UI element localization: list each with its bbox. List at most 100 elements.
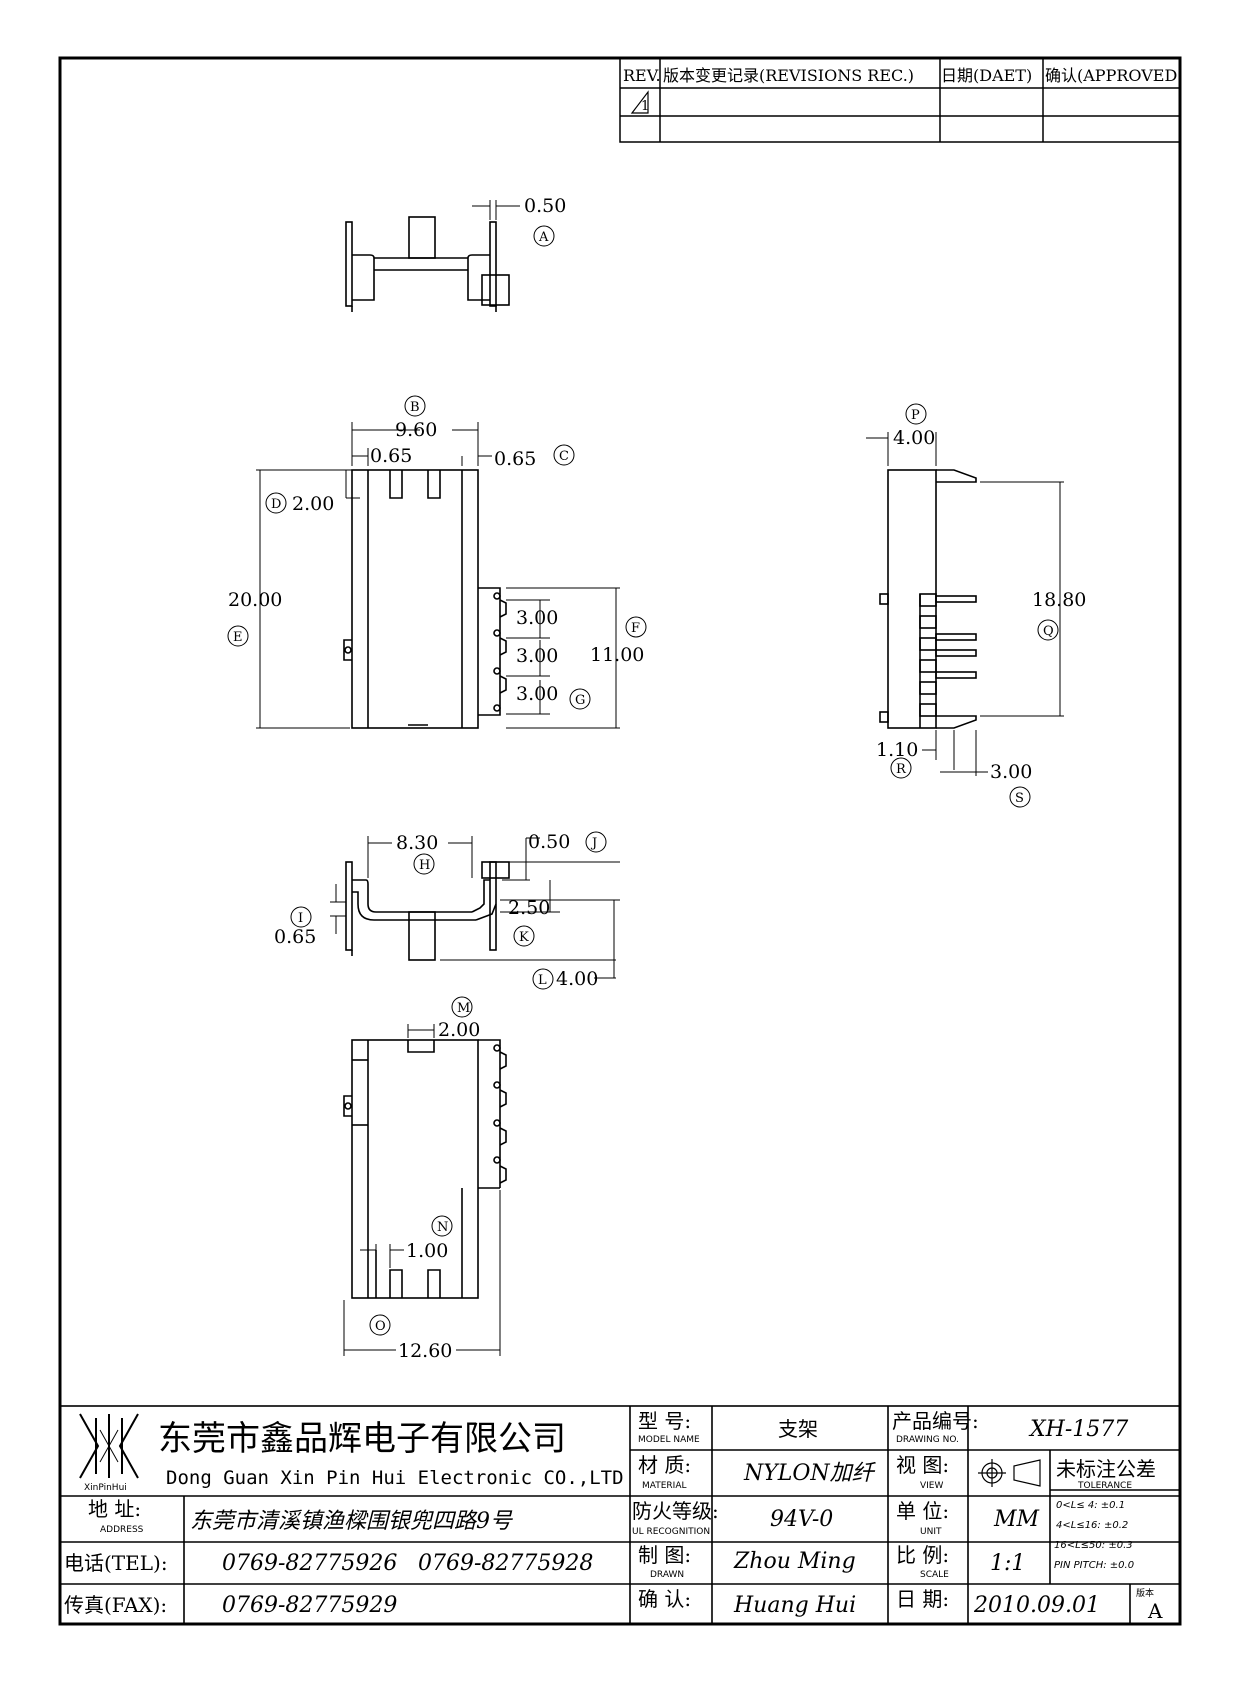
drawing-no-value: XH-1577 — [1028, 1417, 1128, 1442]
dim-r-110: 1.10 — [876, 739, 918, 761]
drawn-value: Zhou Ming — [733, 1549, 856, 1574]
tolerance-row-2: 4<L≤16: ±0.2 — [1056, 1520, 1128, 1531]
label-o: O — [375, 1319, 386, 1334]
date-label: 日 期: — [896, 1587, 949, 1611]
date-value: 2010.09.01 — [973, 1593, 1100, 1618]
address-label-en: ADDRESS — [100, 1525, 144, 1535]
material-label: 材 质: — [638, 1453, 691, 1477]
check-label: 确 认: — [638, 1587, 691, 1611]
drawing-no-label-en: DRAWING NO. — [896, 1435, 959, 1445]
model-label: 型 号: — [638, 1409, 691, 1433]
dim-c-065-right: 0.65 — [494, 448, 536, 470]
unit-label-en: UNIT — [920, 1527, 942, 1537]
tolerance-label: 未标注公差 — [1056, 1457, 1156, 1481]
drawn-label-en: DRAWN — [650, 1570, 684, 1580]
version-value: A — [1147, 1599, 1163, 1623]
dim-l-400: 4.00 — [556, 968, 598, 990]
model-label-en: MODEL NAME — [638, 1435, 700, 1445]
dim-m-200: 2.00 — [438, 1019, 480, 1041]
scale-value: 1:1 — [990, 1551, 1025, 1576]
ul-label-en: UL RECOGNITION — [632, 1527, 710, 1537]
dim-c-065-left: 0.65 — [370, 445, 412, 467]
dim-q-1880: 18.80 — [1032, 589, 1086, 611]
label-h: H — [419, 858, 430, 873]
tolerance-row-4: PIN PITCH: ±0.0 — [1054, 1560, 1134, 1571]
dim-g-300-b: 3.00 — [516, 645, 558, 667]
company-logo — [79, 1413, 139, 1479]
label-a: A — [538, 230, 549, 245]
unit-label: 单 位: — [896, 1499, 949, 1523]
label-b: B — [410, 400, 420, 415]
check-value: Huang Hui — [733, 1593, 856, 1618]
dim-f-1100: 11.00 — [590, 644, 644, 666]
dim-n-100: 1.00 — [406, 1240, 448, 1262]
label-e: E — [233, 630, 243, 645]
label-g: G — [575, 693, 585, 708]
drawing-no-label: 产品编号: — [892, 1409, 979, 1433]
label-l: L — [538, 973, 547, 988]
dim-g-300-a: 3.00 — [516, 607, 558, 629]
label-c: C — [559, 449, 569, 464]
address-value: 东莞市清溪镇渔樑围银兜四路9号 — [190, 1509, 513, 1534]
view-top — [345, 216, 510, 312]
company-name-cn: 东莞市鑫品辉电子有限公司 — [158, 1419, 566, 1459]
address-label: 地 址: — [88, 1497, 141, 1521]
projection-symbol-icon — [978, 1459, 1041, 1487]
dim-s-300: 3.00 — [990, 761, 1032, 783]
scale-label: 比 例: — [896, 1543, 949, 1567]
revision-table — [619, 57, 1181, 143]
view-side — [879, 469, 977, 729]
drawn-label: 制 图: — [638, 1543, 691, 1567]
label-r: R — [896, 762, 907, 777]
label-n: N — [437, 1220, 448, 1235]
tolerance-row-3: 16<L≤50: ±0.3 — [1054, 1540, 1133, 1551]
ul-value: 94V-0 — [770, 1507, 833, 1532]
label-p: P — [911, 408, 920, 423]
label-circle-a — [533, 225, 555, 247]
dim-o-1260: 12.60 — [398, 1340, 452, 1362]
model-value: 支架 — [778, 1417, 818, 1441]
label-f: F — [631, 621, 640, 636]
view-front — [343, 469, 507, 729]
unit-value: MM — [993, 1507, 1040, 1532]
company-name-en: Dong Guan Xin Pin Hui Electronic CO.,LTD — [166, 1467, 624, 1489]
label-i: I — [298, 911, 303, 926]
logo-text: XinPinHui — [84, 1483, 127, 1493]
dim-d-200: 2.00 — [292, 493, 334, 515]
tel-value-1: 0769-82775926 — [222, 1551, 397, 1576]
label-d: D — [271, 497, 281, 512]
rev-header-approved: 确认(APPROVED — [1045, 66, 1177, 85]
rev-mark: 1 — [641, 99, 649, 114]
tolerance-row-1: 0<L≤ 4: ±0.1 — [1056, 1500, 1125, 1511]
tel-value-2: 0769-82775928 — [418, 1551, 593, 1576]
label-m: M — [457, 1001, 470, 1016]
fax-label: 传真(FAX): — [64, 1593, 167, 1617]
fax-value: 0769-82775929 — [222, 1593, 397, 1618]
label-j: J — [590, 836, 597, 851]
dim-i-065: 0.65 — [274, 926, 316, 948]
drawing-frame — [58, 56, 1182, 1626]
version-label: 版本 — [1136, 1587, 1154, 1599]
label-k: K — [519, 930, 529, 945]
material-label-en: MATERIAL — [642, 1481, 687, 1491]
dim-a-050: 0.50 — [524, 195, 566, 217]
tolerance-label-en: TOLERANCE — [1077, 1481, 1132, 1491]
dim-k-250: 2.50 — [508, 897, 550, 919]
view-label: 视 图: — [896, 1453, 949, 1477]
rev-header-date: 日期(DAET) — [941, 66, 1032, 85]
dim-j-050: 0.50 — [528, 831, 570, 853]
view-label-en: VIEW — [920, 1481, 943, 1491]
material-value: NYLON加纤 — [743, 1461, 877, 1486]
label-q: Q — [1043, 624, 1054, 639]
title-block-grid — [59, 1405, 1181, 1625]
scale-label-en: SCALE — [920, 1570, 949, 1580]
dim-g-300-c: 3.00 — [516, 683, 558, 705]
rev-header-record: 版本变更记录(REVISIONS REC.) — [663, 66, 914, 85]
ul-label: 防火等级: — [632, 1499, 719, 1523]
label-s: S — [1015, 791, 1024, 806]
dim-b-960: 9.60 — [395, 419, 437, 441]
view-bottom-side — [345, 861, 510, 961]
view-bottom — [343, 1039, 507, 1299]
dim-p-400: 4.00 — [893, 427, 935, 449]
